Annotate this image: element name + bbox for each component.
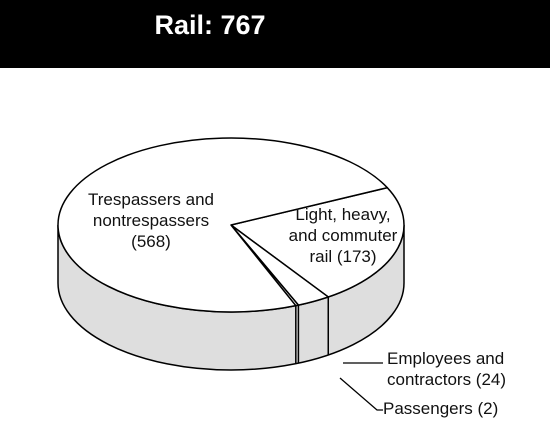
leader-line-passengers <box>339 377 383 411</box>
slice-label-1: Light, heavy, and commuter rail (173) <box>289 205 398 266</box>
slice-label-line: contractors (24) <box>387 370 506 389</box>
slice-label-line: rail (173) <box>309 247 376 266</box>
slice-label-2: Employees and contractors (24) <box>387 349 506 389</box>
slice-labels: Trespassers and nontrespassers (568) Light,… <box>88 190 506 418</box>
slice-label-0: Trespassers and nontrespassers (568) <box>88 190 214 251</box>
slice-label-line: nontrespassers <box>93 211 209 230</box>
slice-label-line: Trespassers and <box>88 190 214 209</box>
slice-label-line: Light, heavy, <box>295 205 390 224</box>
slice-label-line: Employees and <box>387 349 504 368</box>
slice-label-line: and commuter <box>289 226 398 245</box>
title-bar: Rail: 767 <box>0 0 550 68</box>
chart-title: Rail: 767 <box>154 10 266 40</box>
slice-label-line: Passengers (2) <box>383 399 498 418</box>
slice-label-3: Passengers (2) <box>383 399 498 418</box>
slice-label-line: (568) <box>131 232 171 251</box>
pie-slice-0 <box>57 137 389 313</box>
pie-top-face <box>57 137 405 313</box>
